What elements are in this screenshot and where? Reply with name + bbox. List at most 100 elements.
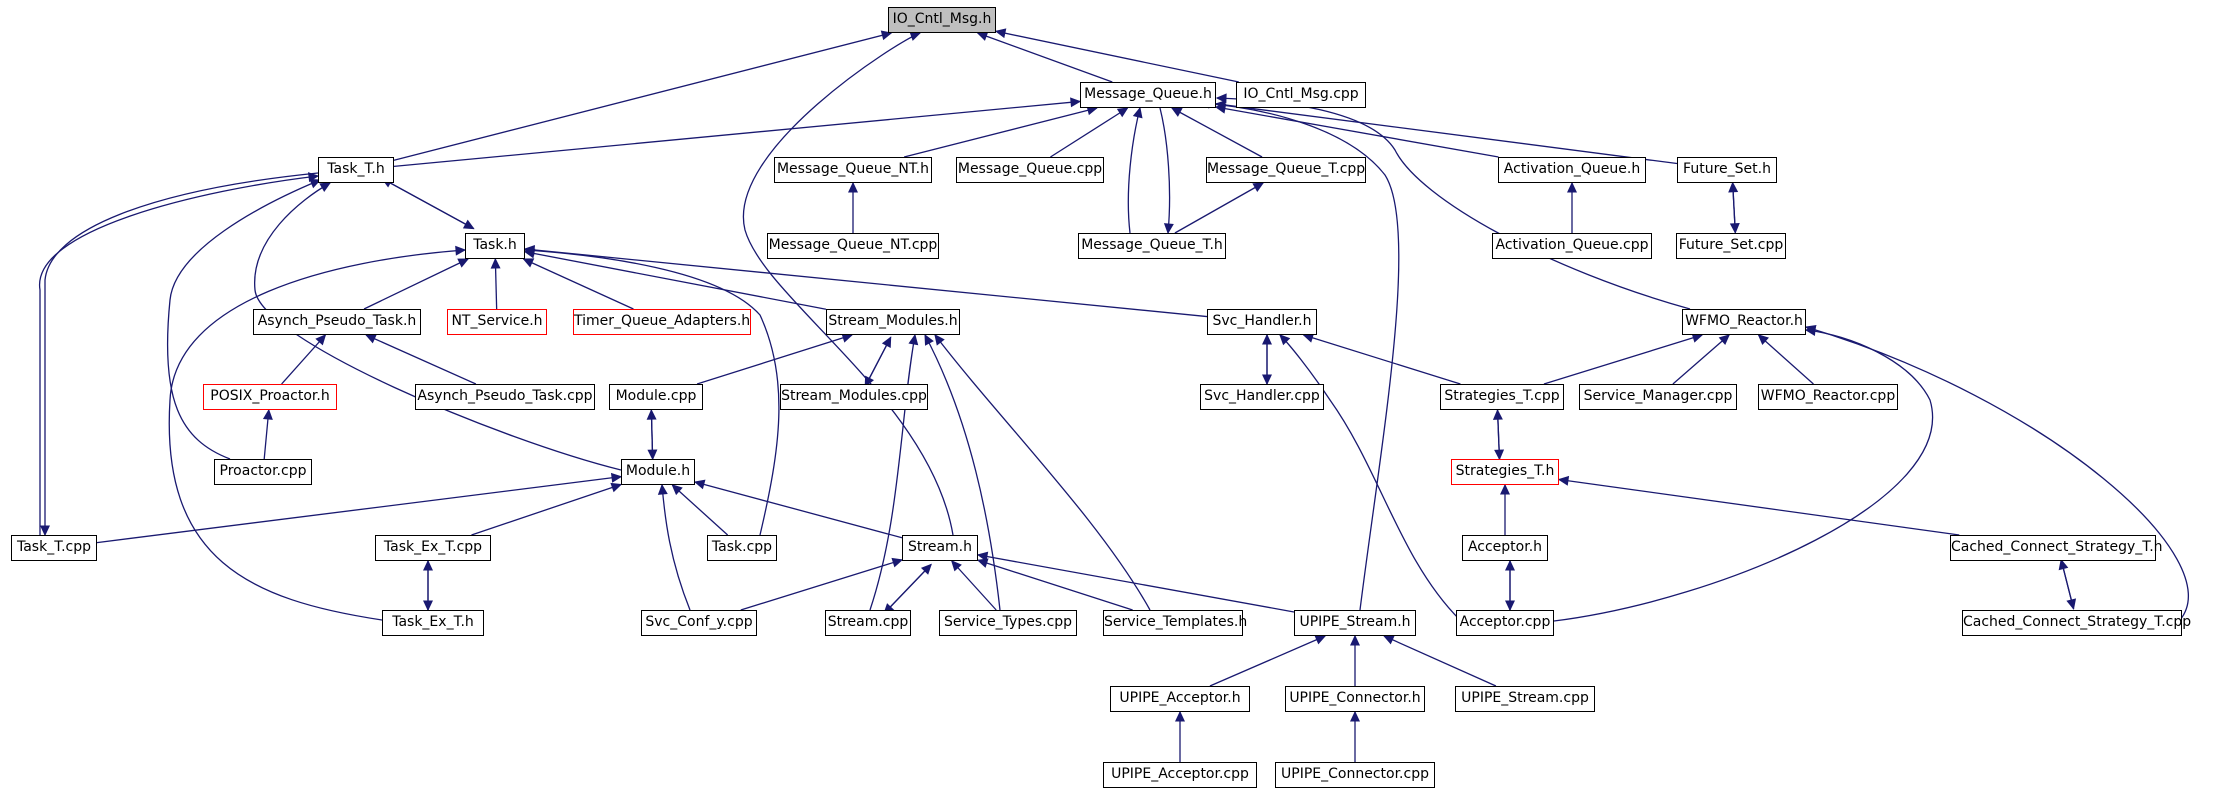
node-asynch-pseudo-task-h[interactable]: Asynch_Pseudo_Task.h (253, 309, 421, 335)
edge-activation-queue-h-to-message-queue-h-line (1215, 106, 1499, 158)
edge-wfmo-reactor-cpp-to-wfmo-reactor-h-arrowhead (1757, 334, 1769, 346)
edge-service-types-cpp-to-stream-modules-h-arrowhead (924, 333, 934, 346)
node-task-h[interactable]: Task.h (465, 233, 525, 259)
node-task-ex-t-cpp[interactable]: Task_Ex_T.cpp (375, 535, 491, 561)
node-upipe-acceptor-cpp[interactable]: UPIPE_Acceptor.cpp (1103, 762, 1257, 788)
edge-service-templates-h-to-stream-h (976, 558, 1133, 611)
node-asynch-pseudo-task-cpp[interactable]: Asynch_Pseudo_Task.cpp (415, 384, 595, 410)
edge-message-queue-h-to-io-cntl-msg-h-arrowhead (976, 31, 989, 41)
edge-proactor-cpp-to-task-t-h (166, 179, 322, 460)
node-posix-proactor-h[interactable]: POSIX_Proactor.h (203, 384, 337, 410)
node-upipe-connector-h[interactable]: UPIPE_Connector.h (1285, 686, 1425, 712)
node-io-cntl-msg-h[interactable]: IO_Cntl_Msg.h (888, 7, 996, 33)
edge-service-manager-cpp-to-wfmo-reactor-h-arrowhead (1718, 334, 1730, 346)
node-svc-conf-y-cpp[interactable]: Svc_Conf_y.cpp (641, 610, 757, 636)
node-message-queue-h[interactable]: Message_Queue.h (1080, 82, 1216, 108)
node-stream-modules-cpp[interactable]: Stream_Modules.cpp (780, 384, 928, 410)
edge-io-cntl-msg-cpp-to-io-cntl-msg-h-arrowhead (994, 28, 1007, 39)
node-future-set-h[interactable]: Future_Set.h (1677, 157, 1777, 183)
edge-wfmo-reactor-h-to-message-queue-h (1215, 93, 1691, 310)
node-task-t-h[interactable]: Task_T.h (318, 157, 394, 183)
edge-message-queue-t-cpp-to-message-queue-h (1170, 107, 1263, 158)
edge-cached-connect-strategy-t-h-to-strategies-t-h-arrowhead (1557, 475, 1570, 486)
edge-asynch-pseudo-task-h-to-task-h-line (363, 258, 469, 310)
edge-upipe-stream-cpp-to-upipe-stream-h-arrowhead (1382, 635, 1395, 645)
node-upipe-stream-h[interactable]: UPIPE_Stream.h (1294, 610, 1416, 636)
node-svc-handler-h[interactable]: Svc_Handler.h (1207, 309, 1317, 335)
node-nt-service-h[interactable]: NT_Service.h (447, 309, 547, 335)
edge-message-queue-cpp-to-message-queue-h (1050, 107, 1129, 158)
node-message-queue-t-h[interactable]: Message_Queue_T.h (1078, 233, 1226, 259)
node-strategies-t-cpp[interactable]: Strategies_T.cpp (1440, 384, 1564, 410)
node-wfmo-reactor-h[interactable]: WFMO_Reactor.h (1682, 309, 1806, 335)
edge-svc-conf-y-cpp-to-stream-h-arrowhead (891, 557, 904, 568)
node-task-ex-t-h[interactable]: Task_Ex_T.h (382, 610, 484, 636)
edge-message-queue-t-h-to-message-queue-t-cpp-line (1174, 182, 1264, 234)
edge-asynch-pseudo-task-h-to-task-h-arrowhead (457, 258, 470, 268)
node-wfmo-reactor-cpp[interactable]: WFMO_Reactor.cpp (1758, 384, 1898, 410)
node-cached-connect-strategy-t-cpp[interactable]: Cached_Connect_Strategy_T.cpp (1962, 610, 2191, 636)
edge-service-templates-h-to-stream-modules-h (934, 334, 1151, 611)
node-task-cpp[interactable]: Task.cpp (707, 535, 777, 561)
node-message-queue-nt-cpp[interactable]: Message_Queue_NT.cpp (767, 233, 939, 259)
edge-strategies-t-cpp-to-wfmo-reactor-h-line (1543, 334, 1703, 385)
node-message-queue-nt-h[interactable]: Message_Queue_NT.h (774, 157, 932, 183)
edge-upipe-connector-h-to-upipe-stream-h (1350, 634, 1360, 686)
edge-activation-queue-cpp-to-activation-queue-h-arrowhead (1567, 181, 1577, 193)
node-cached-connect-strategy-t-h[interactable]: Cached_Connect_Strategy_T.h (1950, 535, 2163, 561)
node-service-types-cpp[interactable]: Service_Types.cpp (939, 610, 1077, 636)
node-upipe-stream-cpp[interactable]: UPIPE_Stream.cpp (1455, 686, 1595, 712)
edge-service-types-cpp-to-stream-h-line (951, 560, 997, 611)
node-message-queue-t-cpp[interactable]: Message_Queue_T.cpp (1206, 157, 1366, 183)
node-proactor-cpp[interactable]: Proactor.cpp (214, 459, 312, 485)
edge-service-types-cpp-to-stream-modules-h (924, 333, 1001, 611)
edge-timer-queue-adapters-h-to-task-h (522, 258, 634, 310)
edge-io-cntl-msg-cpp-to-io-cntl-msg-h (994, 28, 1239, 83)
edge-upipe-stream-h-to-stream-h-line (977, 554, 1295, 613)
node-stream-h[interactable]: Stream.h (902, 535, 978, 561)
node-stream-cpp[interactable]: Stream.cpp (825, 610, 911, 636)
edge-svc-conf-y-cpp-to-stream-h-line (740, 559, 903, 611)
edge-task-t-h-to-task-t-cpp-arrowhead (40, 525, 50, 537)
edge-task-t-cpp-to-module-h-line (96, 476, 622, 544)
node-strategies-t-h[interactable]: Strategies_T.h (1451, 459, 1559, 485)
edge-future-set-h-to-message-queue-h (1214, 100, 1678, 165)
node-acceptor-h[interactable]: Acceptor.h (1462, 535, 1548, 561)
edge-acceptor-h-to-acceptor-cpp-arrowhead (1505, 600, 1515, 612)
edge-wfmo-reactor-cpp-to-wfmo-reactor-h (1757, 334, 1814, 385)
node-activation-queue-cpp[interactable]: Activation_Queue.cpp (1492, 233, 1652, 259)
edge-task-cpp-to-task-h-line (524, 249, 780, 536)
edge-task-t-h-to-message-queue-h-arrowhead (1070, 97, 1082, 108)
edge-strategies-t-cpp-to-svc-handler-h (1302, 333, 1461, 385)
edge-message-queue-t-h-to-message-queue-h-arrowhead (1132, 106, 1143, 119)
node-module-cpp[interactable]: Module.cpp (609, 384, 703, 410)
node-io-cntl-msg-cpp[interactable]: IO_Cntl_Msg.cpp (1236, 82, 1366, 108)
edge-stream-cpp-to-stream-modules-h (869, 333, 919, 611)
node-module-h[interactable]: Module.h (621, 459, 695, 485)
node-message-queue-cpp[interactable]: Message_Queue.cpp (956, 157, 1104, 183)
edge-stream-h-to-io-cntl-msg-h-arrowhead (909, 31, 922, 41)
edge-message-queue-cpp-to-message-queue-h-line (1050, 107, 1128, 158)
edge-acceptor-cpp-to-svc-handler-h (1279, 334, 1461, 621)
node-svc-handler-cpp[interactable]: Svc_Handler.cpp (1200, 384, 1324, 410)
edge-service-types-cpp-to-stream-h-arrowhead (950, 560, 962, 572)
node-upipe-connector-cpp[interactable]: UPIPE_Connector.cpp (1275, 762, 1435, 788)
node-stream-modules-h[interactable]: Stream_Modules.h (826, 309, 960, 335)
edge-cached-connect-strategy-t-cpp-to-wfmo-reactor-h (1804, 324, 2189, 621)
edge-cached-connect-strategy-t-h-to-strategies-t-h-line (1558, 478, 1960, 536)
node-service-templates-h[interactable]: Service_Templates.h (1103, 610, 1247, 636)
edge-module-cpp-to-module-h-arrowhead (647, 449, 658, 461)
edge-cached-connect-strategy-t-h-to-strategies-t-h (1557, 475, 1960, 536)
edge-task-t-cpp-to-module-h (96, 472, 623, 544)
edge-stream-modules-h-to-stream-modules-cpp-arrowhead (864, 375, 875, 388)
node-timer-queue-adapters-h[interactable]: Timer_Queue_Adapters.h (573, 309, 751, 335)
edge-stream-modules-h-to-task-h-line (524, 251, 827, 310)
node-acceptor-cpp[interactable]: Acceptor.cpp (1456, 610, 1554, 636)
edge-upipe-stream-cpp-to-upipe-stream-h (1382, 635, 1497, 687)
node-upipe-acceptor-h[interactable]: UPIPE_Acceptor.h (1110, 686, 1250, 712)
node-service-manager-cpp[interactable]: Service_Manager.cpp (1579, 384, 1737, 410)
node-activation-queue-h[interactable]: Activation_Queue.h (1498, 157, 1646, 183)
node-future-set-cpp[interactable]: Future_Set.cpp (1676, 233, 1786, 259)
node-task-t-cpp[interactable]: Task_T.cpp (11, 535, 97, 561)
